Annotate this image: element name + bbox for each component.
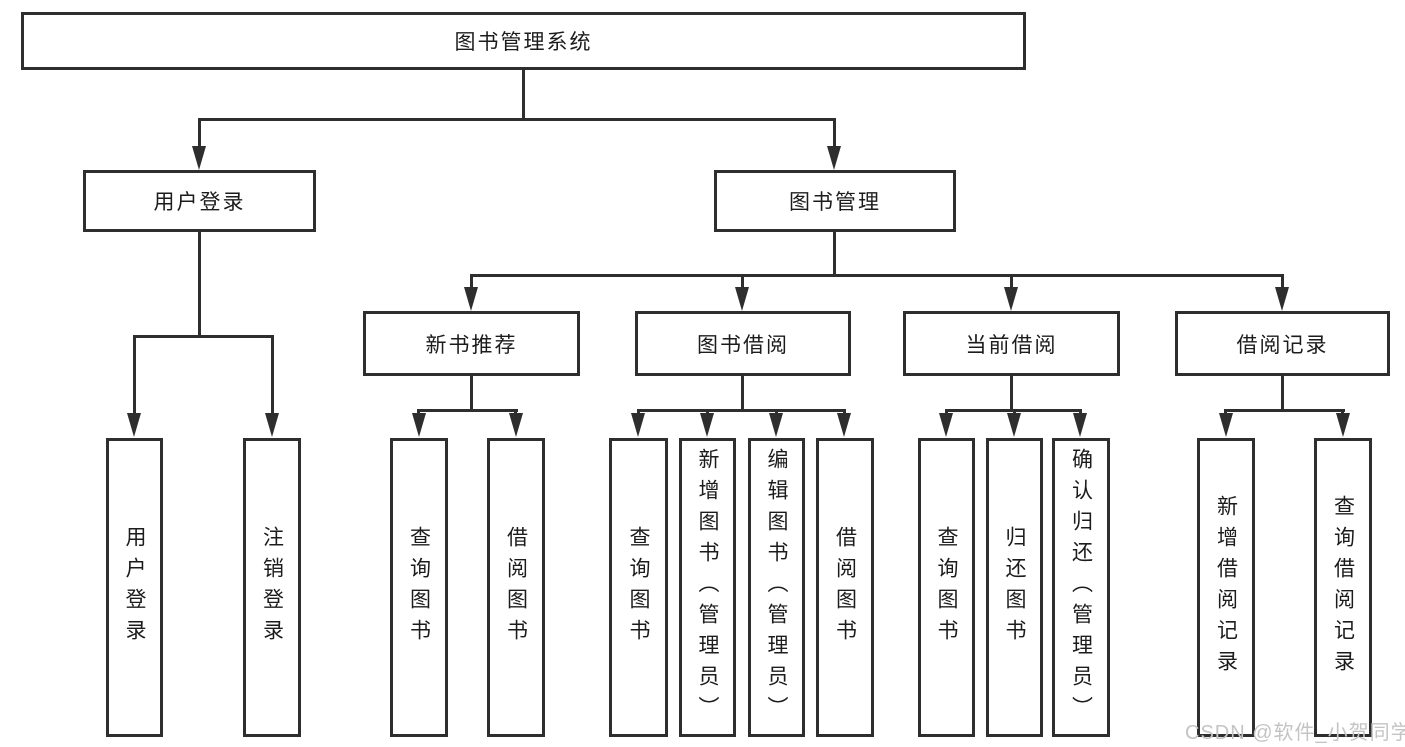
leaf-add-books-admin: 新增图书（管理员） — [679, 438, 736, 737]
connector-line — [514, 409, 517, 416]
connector-line — [417, 409, 518, 412]
arrow-down-icon — [700, 413, 714, 437]
connector-line — [198, 118, 201, 148]
node-borrowing-records: 借阅记录 — [1175, 311, 1390, 376]
connector-line — [706, 409, 709, 416]
arrow-down-icon — [939, 413, 953, 437]
connector-line — [1281, 274, 1284, 288]
connector-line — [637, 409, 846, 412]
connector-line — [133, 335, 274, 338]
node-book-borrowing: 图书借阅 — [635, 311, 851, 376]
connector-line — [198, 232, 201, 335]
connector-line — [198, 118, 836, 121]
connector-line — [741, 376, 744, 412]
watermark: CSDN @软件_小贺同学 — [1185, 722, 1405, 744]
leaf-logout-login: 注销登录 — [243, 438, 301, 737]
connector-line — [522, 70, 525, 118]
arrow-down-icon — [1007, 413, 1021, 437]
connector-line — [1013, 409, 1016, 416]
arrow-down-icon — [1275, 287, 1289, 311]
connector-line — [470, 274, 1283, 277]
connector-line — [271, 335, 274, 413]
connector-line — [637, 409, 640, 416]
leaf-return-books: 归还图书 — [986, 438, 1043, 737]
node-new-book-recommendation: 新书推荐 — [363, 311, 580, 376]
leaf-borrow-books-recommend: 借阅图书 — [487, 438, 545, 737]
node-current-borrowing: 当前借阅 — [903, 311, 1120, 376]
leaf-confirm-return-admin: 确认归还（管理员） — [1052, 438, 1110, 737]
connector-line — [945, 409, 948, 416]
leaf-edit-books-admin: 编辑图书（管理员） — [748, 438, 805, 737]
arrow-down-icon — [769, 413, 783, 437]
arrow-down-icon — [827, 146, 841, 170]
connector-line — [1010, 274, 1013, 288]
connector-line — [1079, 409, 1082, 416]
arrow-down-icon — [265, 413, 279, 437]
connector-line — [1281, 376, 1284, 412]
leaf-query-books-recommend: 查询图书 — [390, 438, 448, 737]
arrow-down-icon — [192, 146, 206, 170]
connector-line — [417, 409, 420, 416]
arrow-down-icon — [1004, 287, 1018, 311]
connector-line — [1224, 409, 1345, 412]
node-user-login: 用户登录 — [83, 170, 316, 232]
connector-line — [833, 232, 836, 274]
connector-line — [843, 409, 846, 416]
connector-line — [1224, 409, 1227, 416]
connector-line — [1010, 376, 1013, 412]
leaf-add-borrow-record: 新增借阅记录 — [1197, 438, 1255, 737]
arrow-down-icon — [1073, 413, 1087, 437]
node-book-management: 图书管理 — [714, 170, 956, 232]
arrow-down-icon — [735, 287, 749, 311]
node-library-management-system: 图书管理系统 — [21, 12, 1026, 70]
arrow-down-icon — [509, 413, 523, 437]
connector-line — [833, 118, 836, 148]
leaf-user-login: 用户登录 — [106, 438, 163, 737]
arrow-down-icon — [1219, 413, 1233, 437]
connector-line — [133, 335, 136, 413]
arrow-down-icon — [127, 413, 141, 437]
arrow-down-icon — [837, 413, 851, 437]
arrow-down-icon — [631, 413, 645, 437]
connector-line — [470, 376, 473, 412]
leaf-query-books-current: 查询图书 — [918, 438, 975, 737]
leaf-query-books-borrowing: 查询图书 — [609, 438, 668, 737]
leaf-borrow-books: 借阅图书 — [816, 438, 874, 737]
leaf-query-borrow-record: 查询借阅记录 — [1314, 438, 1372, 737]
connector-line — [741, 274, 744, 288]
arrow-down-icon — [412, 413, 426, 437]
connector-line — [1341, 409, 1344, 416]
arrow-down-icon — [1336, 413, 1350, 437]
connector-line — [775, 409, 778, 416]
connector-line — [470, 274, 473, 288]
arrow-down-icon — [464, 287, 478, 311]
